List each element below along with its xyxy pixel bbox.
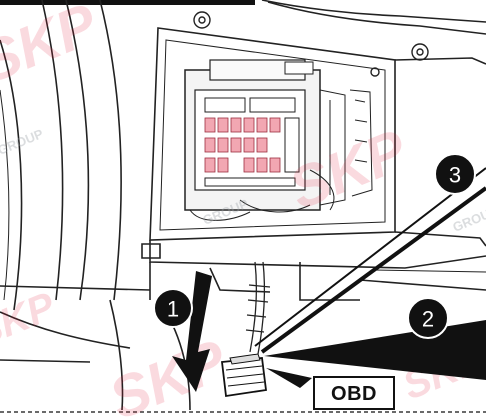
callout-2-number: 2	[422, 307, 434, 332]
obd-label-text: OBD	[331, 383, 377, 405]
svg-text:SKP: SKP	[0, 284, 61, 356]
callout-2: 2	[264, 298, 486, 380]
svg-text:SKP: SKP	[0, 0, 106, 96]
top-bar	[0, 0, 255, 5]
callout-3-number: 3	[449, 163, 461, 188]
obd-harness	[246, 262, 270, 354]
svg-text:GROUP: GROUP	[0, 126, 46, 158]
callout-1-number: 1	[167, 297, 179, 322]
pointer-wedge-icon	[264, 320, 486, 380]
obd-label: OBD	[266, 368, 394, 409]
svg-text:SKP: SKP	[101, 327, 236, 417]
